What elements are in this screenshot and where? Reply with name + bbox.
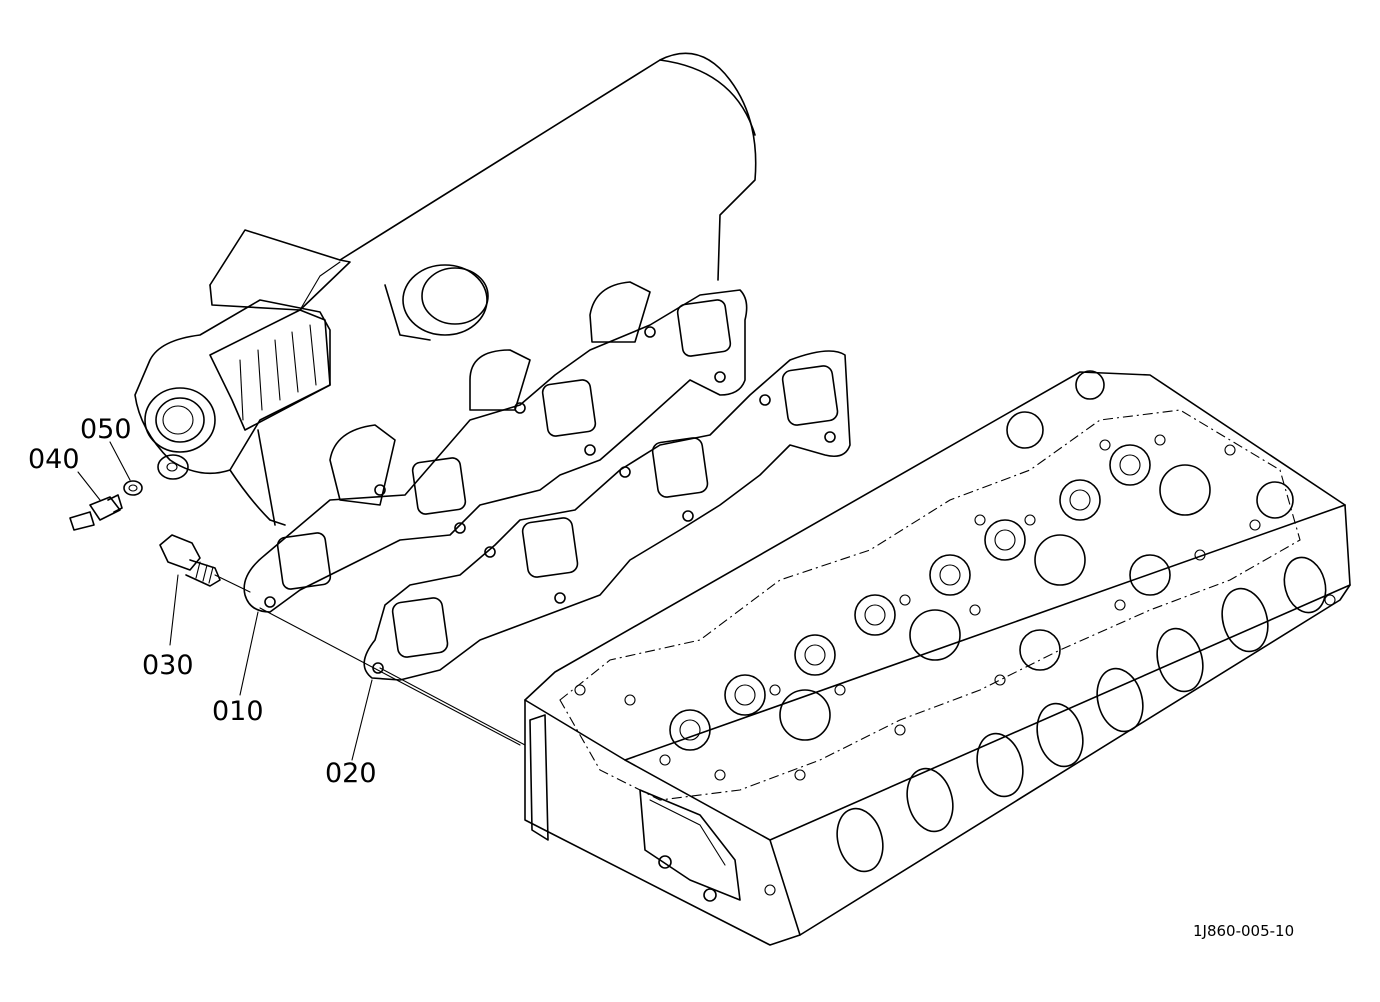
valve-seats	[669, 370, 1294, 751]
callout-020: 020	[325, 758, 377, 789]
nipple-040	[69, 494, 123, 531]
washer-050	[123, 480, 143, 496]
callout-040: 040	[28, 444, 80, 475]
callout-050: 050	[80, 414, 132, 445]
figure-number: 1J860-005-10	[1193, 922, 1295, 940]
union-bolt-030	[159, 534, 221, 587]
callout-010: 010	[212, 696, 264, 727]
exhaust-manifold-gasket	[363, 350, 851, 681]
leader-lines	[77, 441, 526, 761]
callout-030: 030	[142, 650, 194, 681]
cylinder-head	[524, 370, 1351, 946]
exhaust-manifold	[134, 52, 757, 613]
bolt-holes	[574, 434, 1336, 896]
